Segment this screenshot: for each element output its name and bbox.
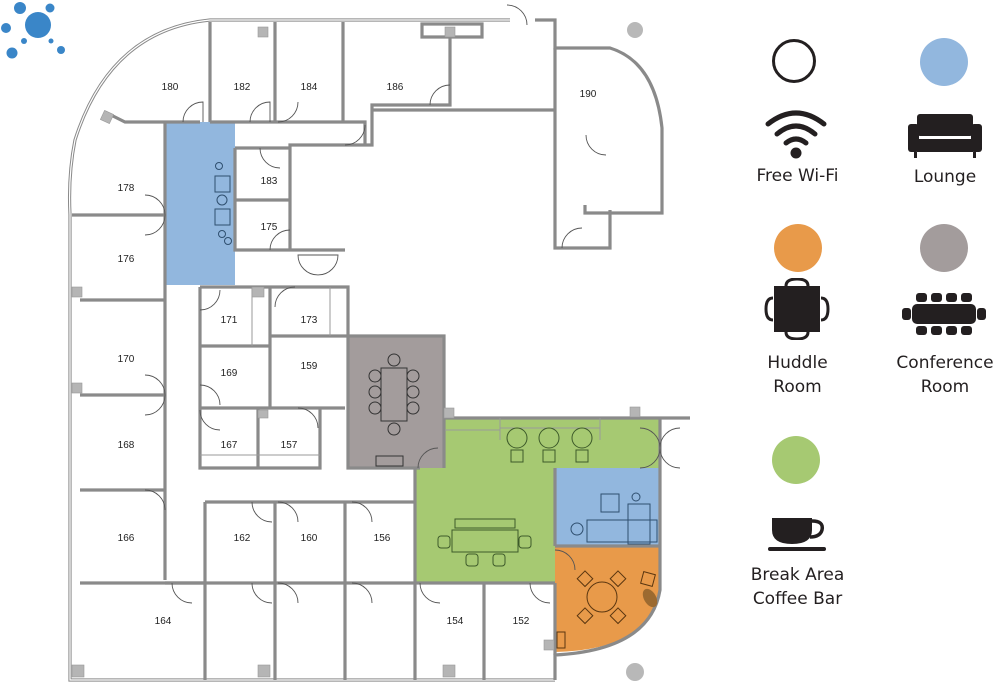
room-157[interactable]: 157	[281, 440, 298, 451]
coffee-cup-icon	[768, 518, 826, 551]
conference-furniture	[368, 353, 420, 467]
room-190[interactable]: 190	[580, 89, 597, 100]
huddle-room-zone	[555, 546, 660, 652]
break-area-swatch	[772, 436, 820, 484]
room-159[interactable]: 159	[301, 361, 318, 372]
room-170[interactable]: 170	[118, 354, 135, 365]
room-176[interactable]: 176	[118, 254, 135, 265]
lounge-zone-east	[555, 468, 660, 546]
lounge-label: Lounge	[913, 167, 977, 187]
break-area-zone	[416, 418, 660, 583]
break-area-label-line2: Coffee Bar	[752, 589, 843, 609]
room-168[interactable]: 168	[118, 440, 135, 451]
room-166[interactable]: 166	[118, 533, 135, 544]
conference-label-line1: Conference	[896, 353, 994, 373]
huddle-swatch	[774, 224, 822, 272]
columns	[71, 26, 641, 678]
doors	[144, 4, 681, 604]
wifi-label: Free Wi-Fi	[756, 166, 839, 186]
wifi-swatch	[772, 39, 816, 83]
lounge-furniture-east	[570, 492, 658, 545]
room-160[interactable]: 160	[301, 533, 318, 544]
room-167[interactable]: 167	[221, 440, 238, 451]
room-186[interactable]: 186	[387, 82, 404, 93]
conference-table-icon	[902, 293, 986, 335]
room-169[interactable]: 169	[221, 368, 238, 379]
huddle-label-line1: Huddle	[767, 353, 828, 373]
lounge-swatch	[920, 38, 968, 86]
lounge-zone-west	[165, 122, 235, 285]
room-182[interactable]: 182	[234, 82, 251, 93]
outer-walls	[67, 18, 690, 682]
wifi-icon	[765, 110, 827, 159]
break-area-label-line1: Break Area	[750, 565, 845, 585]
room-173[interactable]: 173	[301, 315, 318, 326]
huddle-table-icon	[764, 278, 830, 340]
room-164[interactable]: 164	[155, 616, 172, 627]
room-184[interactable]: 184	[301, 82, 318, 93]
huddle-furniture	[556, 570, 656, 649]
conference-label-line2: Room	[920, 377, 970, 397]
room-180[interactable]: 180	[162, 82, 179, 93]
room-154[interactable]: 154	[447, 616, 464, 627]
break-area-furniture	[437, 427, 593, 567]
lounge-furniture-west	[214, 162, 232, 245]
conference-room-zone	[348, 336, 444, 468]
room-175[interactable]: 175	[261, 222, 278, 233]
sofa-icon	[908, 114, 982, 158]
gray-marker	[626, 663, 644, 681]
room-152[interactable]: 152	[513, 616, 530, 627]
room-labels: 180 182 184 186 190 178 183 175 176 171 …	[118, 82, 597, 627]
room-178[interactable]: 178	[118, 183, 135, 194]
huddle-label-line2: Room	[773, 377, 822, 397]
room-183[interactable]: 183	[261, 176, 278, 187]
room-162[interactable]: 162	[234, 533, 251, 544]
room-156[interactable]: 156	[374, 533, 391, 544]
room-171[interactable]: 171	[221, 315, 238, 326]
bubble-logo	[1, 2, 65, 59]
gray-marker	[627, 22, 643, 38]
conference-swatch	[920, 224, 968, 272]
interior-walls	[72, 22, 662, 680]
huddle-shadow	[642, 588, 658, 608]
